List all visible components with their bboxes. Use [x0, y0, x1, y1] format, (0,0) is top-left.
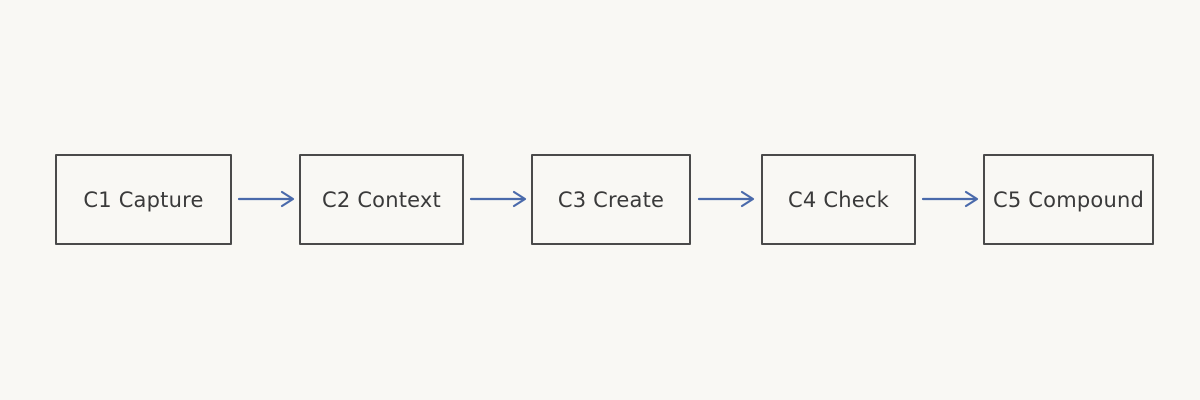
- arrow-right-icon: [921, 190, 979, 208]
- arrow-right-icon: [697, 190, 755, 208]
- step-label: C3 Create: [557, 187, 665, 212]
- step-box-c3-create: C3 Create: [531, 154, 691, 245]
- step-label: C4 Check: [788, 187, 889, 212]
- step-label: C2 Context: [322, 187, 441, 212]
- arrow-right-icon: [237, 190, 295, 208]
- arrow-right-icon: [469, 190, 527, 208]
- step-box-c2-context: C2 Context: [299, 154, 464, 245]
- step-box-c5-compound: C5 Compound: [983, 154, 1154, 245]
- step-box-c4-check: C4 Check: [761, 154, 916, 245]
- step-box-c1-capture: C1 Capture: [55, 154, 232, 245]
- step-label: C5 Compound: [993, 187, 1144, 212]
- step-label: C1 Capture: [83, 187, 204, 212]
